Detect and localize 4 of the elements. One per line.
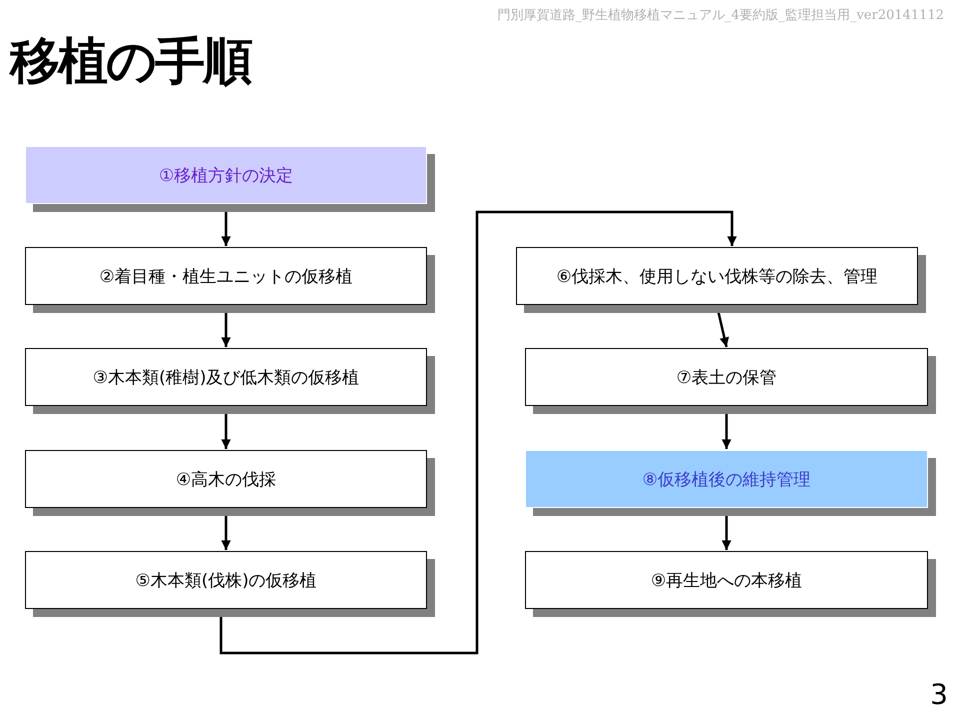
document-header: 門別厚賀道路_野生植物移植マニュアル_4要約版_監理担当用_ver20141112 <box>497 7 944 24</box>
arrow <box>220 210 737 654</box>
slide-title: 移植の手順 <box>10 31 251 92</box>
page-number: 3 <box>930 678 948 711</box>
